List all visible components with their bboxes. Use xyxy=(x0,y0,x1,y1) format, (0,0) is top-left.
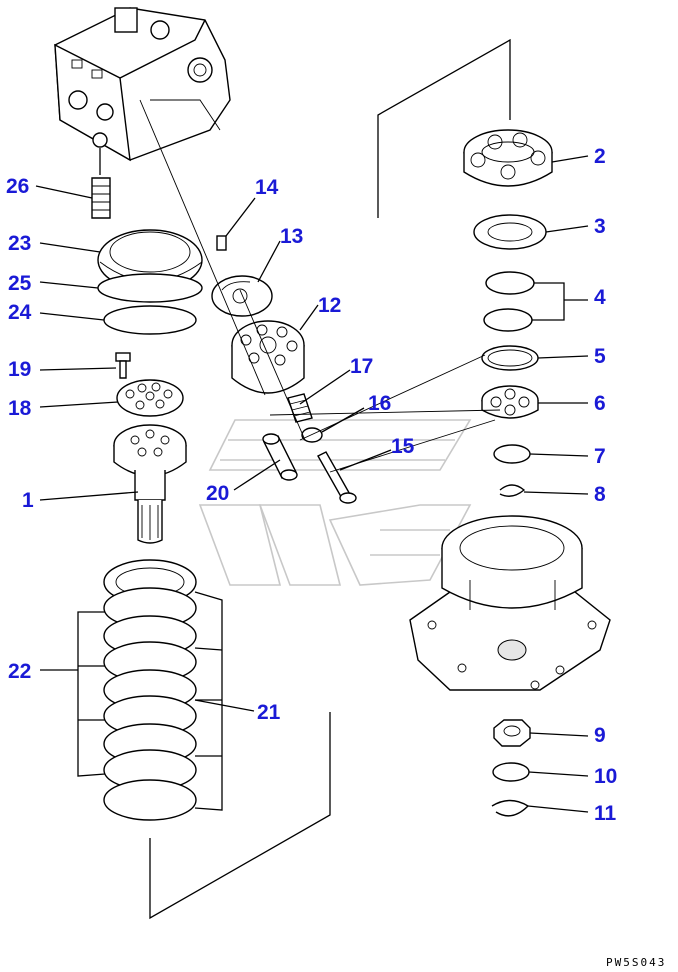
snap-ring-part-8 xyxy=(499,484,526,497)
o-ring-part-25 xyxy=(97,273,203,303)
callout-16: 16 xyxy=(368,392,391,415)
washer-part-10 xyxy=(492,762,530,782)
callout-7: 7 xyxy=(594,445,606,468)
valve-plate-part-13 xyxy=(211,275,273,317)
callout-3: 3 xyxy=(594,215,606,238)
callout-12: 12 xyxy=(318,294,341,317)
callout-2: 2 xyxy=(594,145,606,168)
pin-part-14 xyxy=(216,235,227,251)
spring-part-26 xyxy=(91,177,111,219)
callout-19: 19 xyxy=(8,358,31,381)
bearing-part-2 xyxy=(463,129,553,187)
callout-24: 24 xyxy=(8,301,32,324)
callout-11: 11 xyxy=(594,802,617,825)
bearing-part-6 xyxy=(481,385,539,419)
callout-22: 22 xyxy=(8,660,31,683)
watermark-logo xyxy=(198,419,472,586)
seal-part-3 xyxy=(473,214,547,250)
callout-5: 5 xyxy=(594,345,606,368)
shim-part-4b xyxy=(483,308,533,332)
motor-housing xyxy=(54,7,231,175)
cylinder-block-part-12 xyxy=(231,320,305,394)
shaft-part-1 xyxy=(113,424,187,544)
piston-part-20 xyxy=(262,433,298,481)
bolt-part-19 xyxy=(115,352,131,379)
callout-9: 9 xyxy=(594,724,606,747)
rod-part-15 xyxy=(317,451,357,504)
callout-23: 23 xyxy=(8,232,31,255)
callout-8: 8 xyxy=(594,483,606,506)
retainer-plate-part-18 xyxy=(116,379,184,417)
callout-1: 1 xyxy=(22,489,34,512)
nut-part-9 xyxy=(493,719,531,747)
callout-18: 18 xyxy=(8,397,32,420)
callout-15: 15 xyxy=(391,435,415,458)
callout-14: 14 xyxy=(255,176,279,199)
callout-labels: 2 3 4 5 6 7 8 9 10 11 12 13 14 15 16 17 … xyxy=(6,145,617,825)
callout-13: 13 xyxy=(280,225,303,248)
assembly-bracket-lines xyxy=(149,38,511,920)
leader-lines xyxy=(35,155,589,813)
drawing-code: PW5S043 xyxy=(606,956,666,969)
callout-10: 10 xyxy=(594,765,617,788)
shim-part-7 xyxy=(493,444,531,464)
callout-20: 20 xyxy=(206,482,229,505)
callout-26: 26 xyxy=(6,175,29,198)
gear-case-housing xyxy=(409,515,611,691)
disc-stack-parts-21-22 xyxy=(77,559,223,821)
callout-25: 25 xyxy=(8,272,32,295)
callout-21: 21 xyxy=(257,701,281,724)
o-ring-part-24 xyxy=(103,305,197,335)
callout-6: 6 xyxy=(594,392,606,415)
washer-part-16 xyxy=(301,427,323,443)
snap-ring-part-11 xyxy=(491,799,530,817)
callout-4: 4 xyxy=(594,286,606,309)
shim-part-4a xyxy=(485,271,535,295)
ring-part-5 xyxy=(481,345,539,371)
callout-17: 17 xyxy=(350,355,373,378)
